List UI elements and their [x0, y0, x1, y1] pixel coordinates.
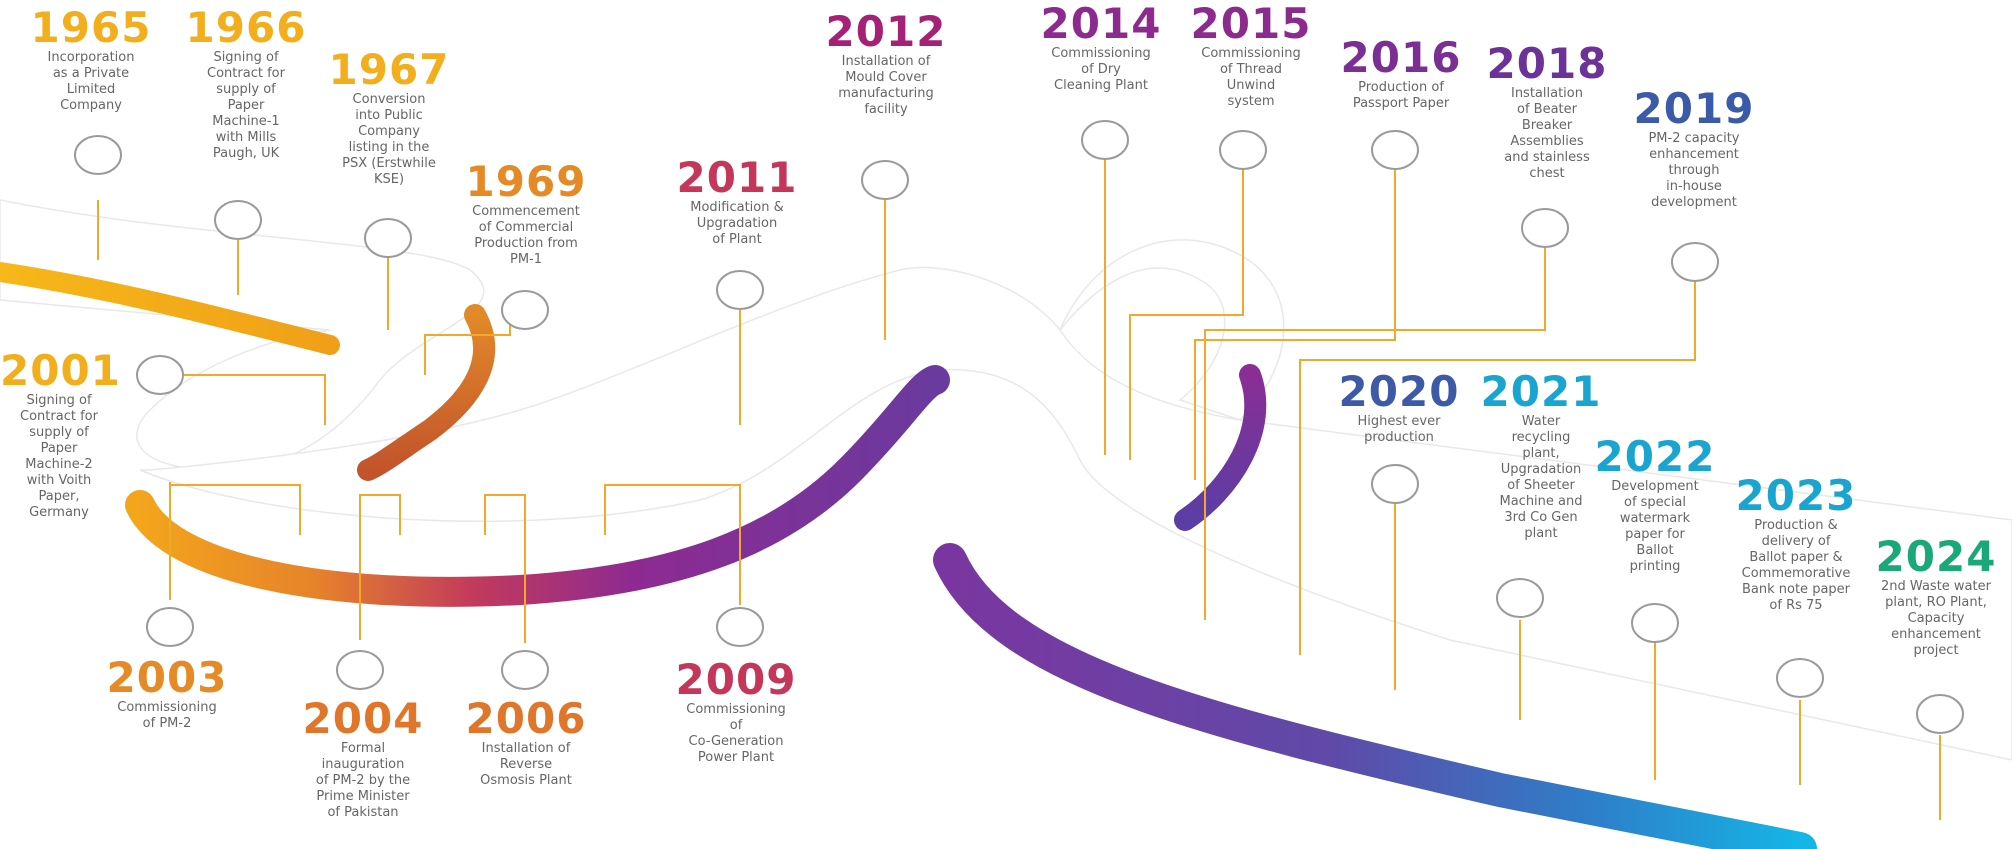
marker-bubble — [716, 607, 764, 647]
ev-2024: 2024 2nd Waste water plant, RO Plant, Ca… — [1860, 535, 2012, 659]
year-label: 2015 — [1190, 0, 1312, 48]
event-description: Commissioning of Thread Unwind system — [1201, 46, 1301, 109]
ev-1965: 1965 Incorporation as a Private Limited … — [20, 6, 162, 114]
year-label: 2024 — [1875, 532, 1997, 581]
ev-2019: 2019 PM-2 capacity enhancement through i… — [1623, 87, 1765, 211]
connector-line — [359, 494, 401, 640]
event-description: Production of Passport Paper — [1352, 80, 1450, 111]
marker-bubble — [364, 218, 412, 258]
event-description: Development of special watermark paper f… — [1611, 479, 1699, 574]
year-label: 1966 — [185, 3, 307, 52]
ev-2006: 2006 Installation of Reverse Osmosis Pla… — [455, 697, 597, 789]
year-label: 2006 — [465, 694, 587, 743]
year-label: 2023 — [1735, 471, 1857, 520]
ev-2012: 2012 Installation of Mould Cover manufac… — [815, 10, 957, 118]
ev-2018: 2018 Installation of Beater Breaker Asse… — [1476, 42, 1618, 182]
marker-bubble — [1521, 208, 1569, 248]
event-description: Water recycling plant, Upgradation of Sh… — [1499, 414, 1583, 541]
year-label: 2016 — [1340, 33, 1462, 82]
marker-bubble — [501, 650, 549, 690]
year-label: 2019 — [1633, 84, 1755, 133]
event-description: Commissioning of PM-2 — [117, 700, 217, 731]
marker-bubble — [1776, 658, 1824, 698]
ev-2011: 2011 Modification & Upgradation of Plant — [666, 156, 808, 248]
ev-2009: 2009 Commissioning of Co-Generation Powe… — [665, 658, 807, 766]
ev-1966: 1966 Signing of Contract for supply of P… — [175, 6, 317, 162]
event-description: Signing of Contract for supply of Paper … — [20, 393, 98, 520]
connector-line — [484, 494, 526, 643]
ev-2014: 2014 Commissioning of Dry Cleaning Plant — [1030, 2, 1172, 94]
event-description: Installation of Mould Cover manufacturin… — [838, 54, 934, 117]
year-label: 2004 — [302, 694, 424, 743]
marker-bubble — [1671, 242, 1719, 282]
marker-bubble — [136, 355, 184, 395]
connector-line — [1129, 155, 1244, 460]
ev-1967: 1967 Conversion into Public Company list… — [318, 48, 460, 188]
ev-2020: 2020 Highest ever production — [1328, 370, 1470, 446]
event-description: Modification & Upgradation of Plant — [690, 200, 784, 247]
marker-bubble — [336, 650, 384, 690]
event-description: 2nd Waste water plant, RO Plant, Capacit… — [1881, 579, 1991, 658]
marker-bubble — [1081, 120, 1129, 160]
connector-line — [1194, 155, 1396, 480]
event-description: Production & delivery of Ballot paper & … — [1741, 518, 1851, 613]
event-description: Commissioning of Co-Generation Power Pla… — [686, 702, 786, 765]
ev-2015: 2015 Commissioning of Thread Unwind syst… — [1180, 2, 1322, 110]
year-label: 1965 — [30, 3, 152, 52]
connector-line — [180, 374, 326, 425]
marker-bubble — [1371, 464, 1419, 504]
year-label: 2003 — [106, 653, 228, 702]
ev-2021: 2021 Water recycling plant, Upgradation … — [1470, 370, 1612, 542]
year-label: 2001 — [0, 346, 121, 395]
connector-line — [1299, 280, 1696, 655]
year-label: 2014 — [1040, 0, 1162, 48]
year-label: 2011 — [676, 153, 798, 202]
year-label: 1967 — [328, 45, 450, 94]
year-label: 2018 — [1486, 39, 1608, 88]
event-description: Formal inauguration of PM-2 by the Prime… — [315, 741, 411, 820]
event-description: Installation of Beater Breaker Assemblie… — [1504, 86, 1590, 181]
marker-bubble — [1496, 578, 1544, 618]
event-description: Highest ever production — [1357, 414, 1441, 445]
ev-2016: 2016 Production of Passport Paper — [1330, 36, 1472, 112]
event-description: Signing of Contract for supply of Paper … — [207, 50, 285, 161]
year-label: 1969 — [465, 157, 587, 206]
marker-bubble — [146, 607, 194, 647]
ev-2001: 2001 Signing of Contract for supply of P… — [0, 346, 121, 521]
ev-1969: 1969 Commencement of Commercial Producti… — [455, 160, 597, 268]
year-label: 2009 — [675, 655, 797, 704]
event-description: Conversion into Public Company listing i… — [342, 92, 436, 187]
marker-bubble — [716, 270, 764, 310]
ev-2022: 2022 Development of special watermark pa… — [1584, 435, 1726, 575]
marker-bubble — [501, 290, 549, 330]
connector-line — [604, 484, 741, 605]
event-description: PM-2 capacity enhancement through in-hou… — [1648, 131, 1740, 210]
marker-bubble — [1219, 130, 1267, 170]
marker-bubble — [1916, 694, 1964, 734]
connector-line — [170, 484, 301, 535]
marker-bubble — [861, 160, 909, 200]
year-label: 2020 — [1338, 367, 1460, 416]
marker-bubble — [214, 200, 262, 240]
event-description: Commissioning of Dry Cleaning Plant — [1051, 46, 1151, 93]
ev-2003: 2003 Commissioning of PM-2 — [96, 656, 238, 732]
marker-bubble — [1631, 603, 1679, 643]
marker-bubble — [1371, 130, 1419, 170]
connector-line — [1204, 245, 1546, 620]
event-description: Commencement of Commercial Production fr… — [472, 204, 580, 267]
event-description: Incorporation as a Private Limited Compa… — [47, 50, 135, 113]
year-label: 2022 — [1594, 432, 1716, 481]
event-description: Installation of Reverse Osmosis Plant — [480, 741, 572, 788]
marker-bubble — [74, 135, 122, 175]
ev-2023: 2023 Production & delivery of Ballot pap… — [1725, 474, 1867, 614]
ev-2004: 2004 Formal inauguration of PM-2 by the … — [292, 697, 434, 821]
year-label: 2021 — [1480, 367, 1602, 416]
year-label: 2012 — [825, 7, 947, 56]
